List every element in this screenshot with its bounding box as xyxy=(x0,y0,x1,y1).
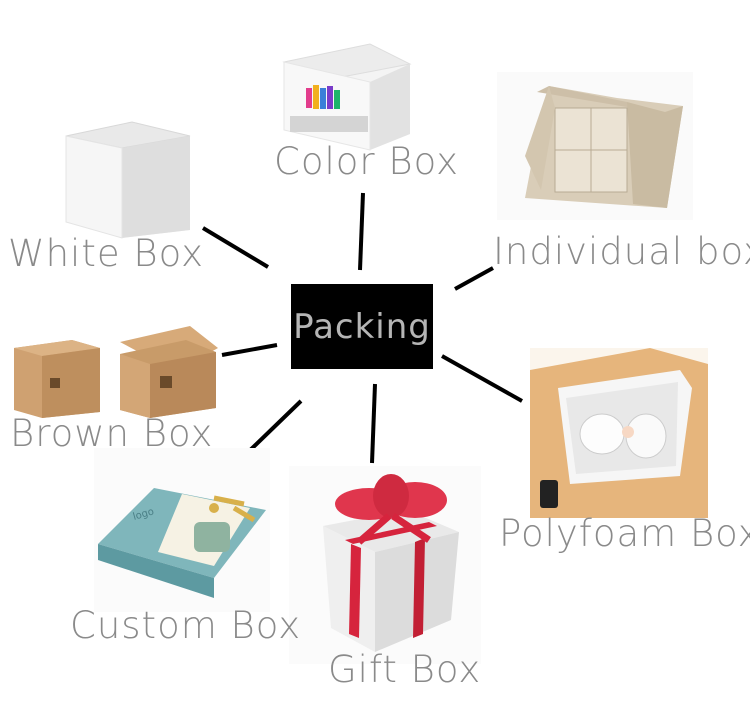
white-box-image xyxy=(65,121,191,239)
connector-gift-box xyxy=(370,383,377,464)
custom-box-label: Custom Box xyxy=(70,604,302,647)
polyfoam-box-label: Polyfoam Box xyxy=(499,512,750,555)
connector-white-box xyxy=(201,226,270,269)
color-box-image xyxy=(282,43,412,151)
connector-color-box xyxy=(358,192,365,271)
packing-center-label: Packing xyxy=(293,306,431,347)
color-box-label: Color Box xyxy=(274,140,459,183)
connector-brown-box xyxy=(221,343,278,357)
gift-box-label: Gift Box xyxy=(328,648,482,691)
individual-box-image xyxy=(497,72,693,220)
packing-center-node: Packing xyxy=(291,284,433,369)
gift-box-image xyxy=(289,466,481,664)
polyfoam-box-image xyxy=(530,348,708,518)
white-box-label: White Box xyxy=(8,232,204,275)
brown-box-label: Brown Box xyxy=(10,412,214,455)
individual-box-label: Individual box xyxy=(493,230,750,273)
connector-individual-box xyxy=(454,266,494,291)
brown-box-image xyxy=(14,326,218,418)
custom-box-image: logo xyxy=(94,448,270,612)
connector-polyfoam-box xyxy=(441,354,523,403)
